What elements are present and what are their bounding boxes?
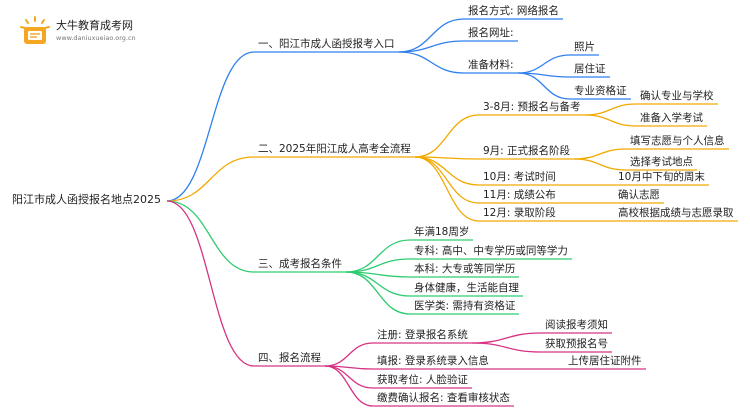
branch-to-item-link bbox=[414, 114, 480, 158]
brand-url: www.daniuxueiao.org.cn bbox=[56, 34, 136, 42]
item-to-subitem-link bbox=[584, 103, 637, 116]
brand-logo bbox=[18, 15, 52, 49]
branch-4-item: 获取考位: 人脸验证 bbox=[377, 374, 468, 386]
branch-3-item: 本科: 大专或等同学历 bbox=[414, 263, 516, 275]
branch-4-item: 填报: 登录系统录入信息 bbox=[377, 355, 489, 367]
branch-2-subitem: 填写志愿与个人信息 bbox=[630, 135, 725, 147]
branch-to-item-link bbox=[345, 258, 411, 273]
branch-2-subitem: 准备入学考试 bbox=[640, 112, 703, 124]
branch-2-item: 3-8月: 预报名与备考 bbox=[483, 101, 581, 113]
branch-4-item: 注册: 登录报名系统 bbox=[377, 329, 468, 341]
branch-1-subitem: 照片 bbox=[574, 41, 595, 53]
item-to-subitem-link bbox=[573, 158, 627, 171]
branch-2-item: 10月: 考试时间 bbox=[483, 171, 556, 183]
branch-2-subitem: 确认专业与学校 bbox=[640, 90, 714, 102]
root-to-branch-link bbox=[166, 51, 255, 202]
branch-to-item-link bbox=[414, 156, 480, 222]
branch-1-subitem: 专业资格证 bbox=[574, 85, 627, 97]
branch-1-item: 准备材料: bbox=[468, 59, 514, 71]
mindmap-links bbox=[166, 18, 738, 407]
branch-3-item: 医学类: 需持有资格证 bbox=[414, 300, 516, 312]
root-to-branch-link bbox=[166, 200, 255, 367]
branch-1-subitem: 居住证 bbox=[574, 63, 606, 75]
branch-label: 三、成考报名条件 bbox=[258, 258, 342, 270]
branch-to-item-link bbox=[398, 40, 465, 53]
branch-2-item: 9月: 正式报名阶段 bbox=[483, 145, 571, 157]
brand-name: 大牛教育成考网 bbox=[56, 19, 133, 32]
item-to-subitem-link bbox=[471, 332, 542, 344]
branch-label: 二、2025年阳江成人高考全流程 bbox=[258, 143, 411, 155]
branch-to-item-link bbox=[324, 342, 374, 367]
branch-1-item: 报名网址: bbox=[468, 27, 514, 39]
branch-2-subitem: 10月中下旬的周末 bbox=[618, 171, 705, 183]
branch-4-subitem: 阅读报考须知 bbox=[545, 319, 608, 331]
branch-2-subitem: 高校根据成绩与志愿录取 bbox=[618, 207, 734, 219]
branch-to-item-link bbox=[345, 239, 411, 273]
branch-3-item: 专科: 高中、中专学历或同等学力 bbox=[414, 245, 568, 257]
branch-3-item: 年满18周岁 bbox=[414, 226, 470, 238]
root-to-branch-link bbox=[166, 200, 255, 273]
branch-to-item-link bbox=[324, 365, 374, 407]
branch-1-item: 报名方式: 网络报名 bbox=[468, 5, 559, 17]
item-to-subitem-link bbox=[471, 342, 542, 353]
root-label: 阳江市成人函授报名地点2025 bbox=[12, 193, 161, 206]
branch-label: 一、阳江市成人函授报考入口 bbox=[258, 38, 395, 50]
item-to-subitem-link bbox=[573, 148, 627, 160]
item-to-subitem-link bbox=[517, 54, 571, 74]
branch-2-item: 12月: 录取阶段 bbox=[483, 207, 556, 219]
branch-2-subitem: 选择考试地点 bbox=[630, 156, 693, 168]
branch-to-item-link bbox=[398, 51, 465, 74]
branch-4-subitem: 上传居住证附件 bbox=[568, 355, 642, 367]
branch-to-item-link bbox=[345, 271, 411, 315]
branch-label: 四、报名流程 bbox=[258, 352, 321, 364]
branch-to-item-link bbox=[414, 156, 480, 204]
root-to-branch-link bbox=[166, 156, 255, 202]
item-to-subitem-link bbox=[584, 114, 637, 127]
item-to-subitem-link bbox=[517, 72, 571, 100]
branch-4-item: 缴费确认报名: 查看审核状态 bbox=[377, 392, 510, 404]
branch-4-subitem: 获取预报名号 bbox=[545, 338, 608, 350]
branch-2-subitem: 确认志愿 bbox=[618, 189, 660, 201]
branch-3-item: 身体健康，生活能自理 bbox=[414, 282, 519, 294]
branch-2-item: 11月: 成绩公布 bbox=[483, 189, 556, 201]
